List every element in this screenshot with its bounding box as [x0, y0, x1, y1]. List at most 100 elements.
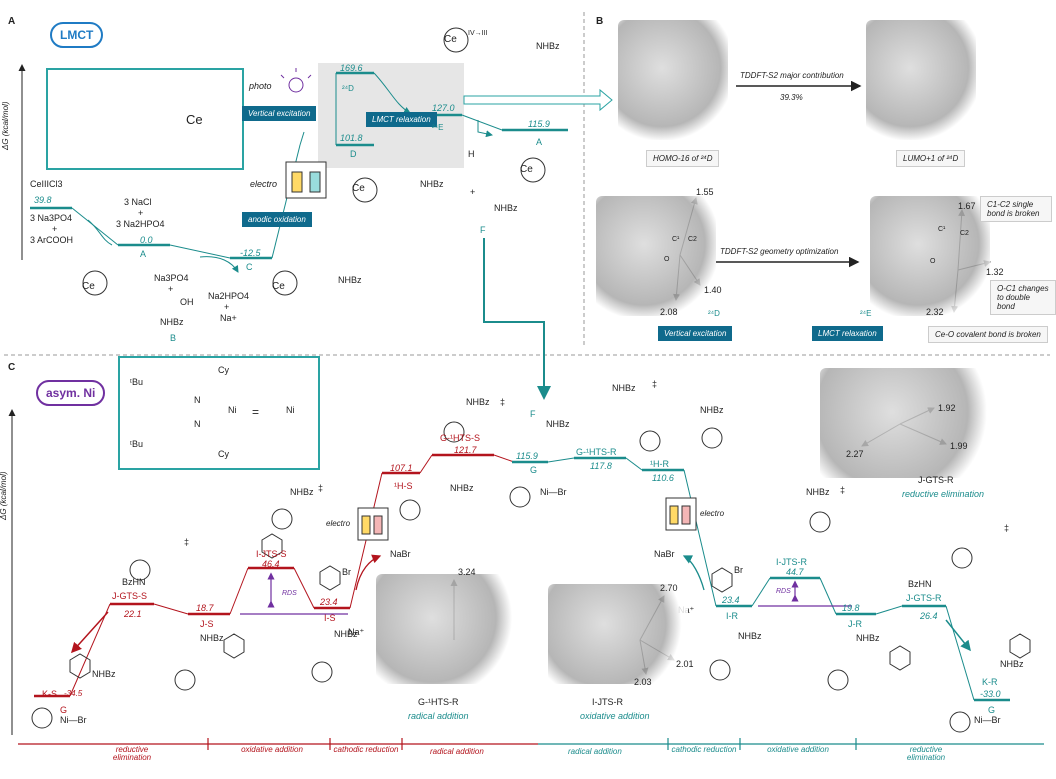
label-d2: ²⁴D — [342, 84, 354, 93]
mode-electro-a: electro — [250, 179, 278, 189]
state-jr-val: 19.8 — [842, 603, 860, 613]
ijtsr-nhbz: NHBz — [806, 487, 830, 497]
dagger-ghtsr: ‡ — [652, 379, 658, 389]
state-ghtss-name: G-¹HTS-S — [440, 433, 480, 443]
homo-structure — [618, 20, 728, 140]
jgtsr-structure — [820, 368, 1000, 478]
gl-nibr: Ni—Br — [60, 715, 87, 725]
state-js-name: J-S — [200, 619, 214, 629]
d-geometry — [596, 196, 716, 316]
electro-c2: electro — [700, 509, 725, 518]
atom-o-e: O — [930, 258, 936, 265]
note-oc1: O-C1 changes to double bond — [990, 280, 1056, 315]
step-3: cathodic reduction — [333, 745, 399, 754]
arrow-to-c — [199, 256, 239, 273]
step-5: radical addition — [568, 747, 622, 756]
e-geometry — [870, 196, 990, 316]
state-hs-val: 107.1 — [390, 463, 413, 473]
state-jgtss-val: 22.1 — [124, 609, 142, 619]
ijtsr-dist-2: 2.03 — [634, 677, 652, 687]
energy-a: 0.0 — [140, 235, 153, 245]
lmct-badge: LMCT — [50, 22, 104, 48]
ijtsr-dist-3: 2.01 — [676, 659, 694, 669]
mode-photo: photo — [249, 81, 272, 91]
jgtsr-bzhn: BzHN — [908, 579, 932, 589]
state-ghtss-val: 121.7 — [454, 445, 477, 455]
energy-levels-red — [34, 453, 494, 698]
energy-d: 101.8 — [340, 133, 363, 143]
energy-d2: 169.6 — [340, 63, 363, 73]
atom-o-d: O — [664, 256, 670, 263]
panel-c-label: C — [8, 362, 16, 373]
fragment-h: H — [468, 149, 475, 159]
reagent-na3po4: 3 Na3PO4 — [30, 213, 73, 223]
ce-d: Ce — [352, 183, 365, 194]
ligand-tbu-2: ᵗBu — [130, 439, 143, 449]
axis-label-a: ΔG (kcal/mol) — [1, 101, 10, 150]
dagger-ghtss: ‡ — [500, 397, 506, 407]
dagger-ijtss: ‡ — [318, 483, 324, 493]
step-7: oxidative addition — [767, 745, 829, 754]
ce-top-ox: IV→III — [468, 30, 488, 37]
jgtsr-dist-3: 2.27 — [846, 449, 864, 459]
tag-lmct-relaxation: LMCT relaxation — [366, 112, 437, 127]
energy-start: 39.8 — [34, 195, 52, 205]
ligand-cy-2: Cy — [218, 449, 229, 459]
dagger-jgtss: ‡ — [184, 537, 190, 547]
state-hs-name: ¹H-S — [394, 481, 413, 491]
c-product-na: Na+ — [220, 313, 237, 323]
c-product-plus: + — [224, 302, 230, 312]
state-ir-val: 23.4 — [722, 595, 740, 605]
energy-levels-teal — [512, 456, 1010, 702]
state-ijtsr-name: I-JTS-R — [776, 557, 807, 567]
step-4: radical addition — [430, 747, 484, 756]
note-c1c2: C1-C2 single bond is broken — [980, 196, 1052, 222]
dist-e-3: 2.32 — [926, 307, 944, 317]
rds-right: RDS — [776, 588, 791, 595]
ligand-n-2: N — [194, 419, 201, 429]
energy-a2: 115.9 — [528, 119, 550, 129]
label-a2: A — [536, 137, 543, 147]
hs-nhbz: NHBz — [450, 483, 474, 493]
tag-b-vertical: Vertical excitation — [658, 326, 733, 341]
label-d: D — [350, 149, 357, 159]
fragment-nhbz-c: NHBz — [338, 275, 362, 285]
label-b: B — [170, 333, 177, 343]
photo-icon — [280, 68, 312, 93]
byproduct-nacl: 3 NaCl — [124, 197, 152, 207]
tag-anodic-oxidation: anodic oxidation — [242, 212, 312, 227]
jgtsr-caption-sub: reductive elimination — [902, 489, 985, 499]
ce-box-eq: Ce — [186, 112, 203, 127]
label-b-d: ²⁴D — [708, 309, 720, 318]
state-ir-name: I-R — [726, 611, 738, 621]
state-jgtsr-name: J-GTS-R — [906, 593, 942, 603]
is-nhbz: NHBz — [334, 629, 358, 639]
ks-nhbz: NHBz — [92, 669, 116, 679]
c-reagent-na3po4: Na3PO4 — [154, 273, 189, 283]
step-6: cathodic reduction — [671, 745, 737, 754]
state-hr-name: ¹H-R — [650, 459, 669, 469]
br-right: Br — [734, 565, 743, 575]
dagger-jgtsr: ‡ — [1004, 523, 1010, 533]
ce-a2: Ce — [520, 164, 533, 175]
jgtsr-dist-1: 1.92 — [938, 403, 956, 413]
g-right: G — [988, 705, 996, 715]
state-kr-name: K-R — [982, 677, 998, 687]
atom-c2-e: C2 — [960, 230, 969, 237]
electro-icon-c1 — [357, 507, 389, 541]
atom-c1-e: C¹ — [938, 226, 946, 233]
fragment-nhbz-f: NHBz — [494, 203, 518, 213]
ghtss-nhbz: NHBz — [466, 397, 490, 407]
ijtsr-caption: I-JTS-R — [592, 697, 623, 707]
step-1: reductive elimination — [112, 745, 152, 762]
asym-ni-badge: asym. Ni — [36, 380, 106, 406]
atom-c1-d: C¹ — [672, 236, 680, 243]
ce-c: Ce — [272, 281, 285, 292]
atom-c2-d: C2 — [688, 236, 697, 243]
label-e: ²⁴E — [432, 123, 444, 132]
fragment-nhbz-b: NHBz — [160, 317, 184, 327]
dist-d-2: 1.40 — [704, 285, 722, 295]
br-left: Br — [342, 567, 351, 577]
fragment-nhbz-top: NHBz — [536, 41, 560, 51]
